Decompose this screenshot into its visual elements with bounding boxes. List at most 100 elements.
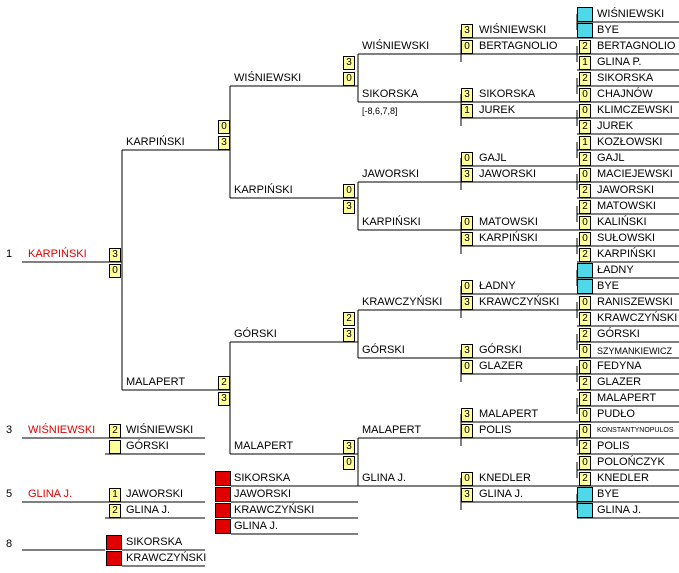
place-1-number: 1 <box>6 248 13 260</box>
r2-score: 3 <box>461 488 473 502</box>
r1-player: GLAZER <box>597 376 642 388</box>
r1-score: 1 <box>579 136 591 150</box>
r3-karpinski: KARPIŃSKI <box>362 216 421 228</box>
r1-score: 0 <box>579 360 591 374</box>
r2-player: POLIS <box>479 424 512 436</box>
r2-player: JAWORSKI <box>479 168 537 180</box>
r1-player: FEDYNA <box>597 360 642 372</box>
sf-score-b2: 3 <box>218 392 230 406</box>
placed-marker-2 <box>215 487 231 502</box>
place-8-number: 8 <box>6 538 13 550</box>
r2-score: 3 <box>461 168 473 182</box>
r2-player: KARPIŃSKI <box>479 232 538 244</box>
r3-sikorska-note: [-8,6,7,8] <box>362 106 398 116</box>
r3-glina: GLINA J. <box>362 472 407 484</box>
r1-score: 0 <box>579 168 591 182</box>
sf-score-a2: 3 <box>218 136 230 150</box>
r1-score: 2 <box>579 120 591 134</box>
r1-player: BERTAGNOLIO <box>597 40 676 52</box>
final-score-1: 3 <box>109 248 121 262</box>
r1-player: SZYMANKIEWICZ <box>597 346 673 356</box>
r1-score: 0 <box>579 408 591 422</box>
r2-player: WIŚNIEWSKI <box>479 24 547 36</box>
r1-player: GLINA J. <box>597 504 642 516</box>
r1-player: ŁADNY <box>597 264 634 276</box>
r2-score: 0 <box>461 216 473 230</box>
r2-score: 0 <box>461 360 473 374</box>
qf-score-c2: 3 <box>343 328 355 342</box>
r1-score: 2 <box>579 440 591 454</box>
r1-player: GLINA P. <box>597 56 642 68</box>
qf-score-a2: 0 <box>343 72 355 86</box>
r3-wisniewski: WIŚNIEWSKI <box>362 40 430 52</box>
qf-score-c1: 2 <box>343 312 355 326</box>
r2-score: 0 <box>461 152 473 166</box>
fifth-score-a: 1 <box>109 488 121 502</box>
bye-marker <box>577 23 593 38</box>
r1-score: 0 <box>579 424 591 438</box>
place-5-number: 5 <box>6 488 13 500</box>
placement-group-row-3: KRAWCZYŃSKI <box>234 504 315 516</box>
r1-player: POLIS <box>597 440 630 452</box>
r2-score: 0 <box>461 40 473 54</box>
third-match-a: WIŚNIEWSKI <box>126 424 194 436</box>
r2-score: 0 <box>461 472 473 486</box>
r1-score: 2 <box>579 328 591 342</box>
r3-gorski: GÓRSKI <box>362 344 405 356</box>
r1-player: KOZŁOWSKI <box>597 136 663 148</box>
placement-group-row-2: JAWORSKI <box>234 488 292 500</box>
r1-score: 1 <box>579 56 591 70</box>
r1-player: SIKORSKA <box>597 72 654 84</box>
sf-score-a1: 0 <box>218 120 230 134</box>
fifth-match-a: JAWORSKI <box>126 488 184 500</box>
r3-malapert: MALAPERT <box>362 424 422 436</box>
r2-player: KRAWCZYŃSKI <box>479 296 560 308</box>
r1-score: 0 <box>579 216 591 230</box>
r1-score: 2 <box>579 184 591 198</box>
qf-score-a1: 3 <box>343 56 355 70</box>
r1-player: KONSTANTYNOPULOS <box>597 427 674 434</box>
r1-player: MATOWSKI <box>597 200 656 212</box>
r2-score: 3 <box>461 232 473 246</box>
r1-player: KALIŃSKI <box>597 216 647 228</box>
r2-player: MATOWSKI <box>479 216 538 228</box>
eighth-marker-a <box>106 535 122 550</box>
r2-score: 0 <box>461 280 473 294</box>
r2-player: GLINA J. <box>479 488 524 500</box>
sf-karpinski: KARPIŃSKI <box>126 136 185 148</box>
r2-score: 1 <box>461 104 473 118</box>
placement-group-row-4: GLINA J. <box>234 520 279 532</box>
r1-player: GÓRSKI <box>597 328 640 340</box>
r2-player: KNEDLER <box>479 472 531 484</box>
eighth-marker-b <box>106 551 122 566</box>
champion-name: KARPIŃSKI <box>28 248 87 260</box>
qf-gorski: GÓRSKI <box>234 328 277 340</box>
r1-player: CHAJNÓW <box>597 88 653 100</box>
placed-marker-1 <box>215 471 231 486</box>
r1-score: 0 <box>579 456 591 470</box>
r1-player: BYE <box>597 280 620 292</box>
r1-player: KLIMCZEWSKI <box>597 104 673 116</box>
r2-score: 3 <box>461 88 473 102</box>
third-place-name: WIŚNIEWSKI <box>28 424 96 436</box>
r1-score: 0 <box>579 88 591 102</box>
r1-score: 2 <box>579 152 591 166</box>
r1-score: 2 <box>579 392 591 406</box>
fifth-score-b: 2 <box>109 504 121 518</box>
r2-player: BERTAGNOLIO <box>479 40 558 52</box>
r1-player: GAJL <box>597 152 625 164</box>
r1-player: JUREK <box>597 120 634 132</box>
qf-karpinski: KARPIŃSKI <box>234 184 293 196</box>
r1-score: 2 <box>579 472 591 486</box>
bye-marker <box>577 503 593 518</box>
r1-score: 2 <box>579 312 591 326</box>
r1-score: 2 <box>579 248 591 262</box>
r1-score: 0 <box>579 296 591 310</box>
r1-player: POLOŃCZYK <box>597 456 665 468</box>
qf-score-b1: 0 <box>343 184 355 198</box>
r1-score: 2 <box>579 40 591 54</box>
third-match-b: GÓRSKI <box>126 440 169 452</box>
r1-player: JAWORSKI <box>597 184 655 196</box>
qf-wisniewski: WIŚNIEWSKI <box>234 72 302 84</box>
